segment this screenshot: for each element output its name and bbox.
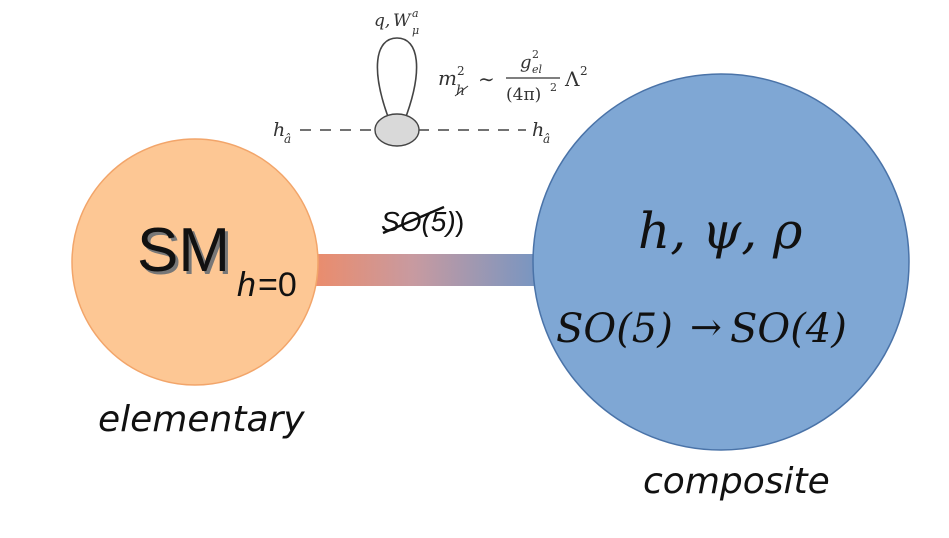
link-label-text: SO(5) [381,206,456,237]
elementary-circle [71,138,319,386]
mass-den: (4π) [506,85,541,105]
link-label-strike [382,205,445,235]
mass-lhs-sub-strike [454,85,469,97]
mass-num-sup: 2 [532,48,539,61]
link-label-close: ) [455,206,464,237]
loop-label-W: W [393,11,412,31]
mass-lhs-sup: 2 [457,64,465,78]
sm-label-shadow: SM [140,219,233,288]
mass-lambda: Λ [564,67,580,91]
mass-lhs-m: m [438,66,457,90]
mass-num-sub: el [532,63,543,76]
leg-left-sub: â [284,132,291,146]
breaking-arrow: → [690,305,722,349]
fields-label: h, ψ, ρ [638,202,803,260]
breaking-left: SO(5) [556,306,673,352]
mass-formula: m 2 h ∼ g 2 el (4π) 2 Λ 2 [438,48,588,105]
leg-left-label: h [273,119,285,141]
mass-sim: ∼ [478,67,495,91]
loop-label-W-sup: a [412,7,419,20]
mass-den-sup: 2 [550,81,557,94]
link-label: SO(5) ) [381,205,464,237]
mass-lambda-sup: 2 [580,64,588,78]
sm-label-main: SM [137,216,230,285]
breaking-right: SO(4) [730,306,847,352]
symmetry-breaking-label: SO(5) → SO(4) [556,305,847,352]
leg-right-sub: â [543,132,550,146]
sm-label: SM SM h =0 [137,216,297,304]
mass-num-g: g [520,52,532,73]
connection-bar [300,254,550,286]
composite-circle [532,73,910,451]
mass-lhs-sub: h [456,83,465,99]
loop-label-W-sub: μ [412,24,419,37]
feynman-diagram: h â h â q, W a μ m 2 h ∼ g 2 el (4π) 2 Λ… [273,7,588,147]
sm-label-sub-h: h [237,266,256,304]
leg-right-label: h [532,119,544,141]
loop [376,37,418,123]
elementary-caption: elementary [98,399,305,440]
vertex-blob [374,113,420,147]
composite-caption: composite [643,461,830,502]
loop-label-q: q, [374,11,390,31]
sm-label-sub-rest: =0 [258,266,297,304]
